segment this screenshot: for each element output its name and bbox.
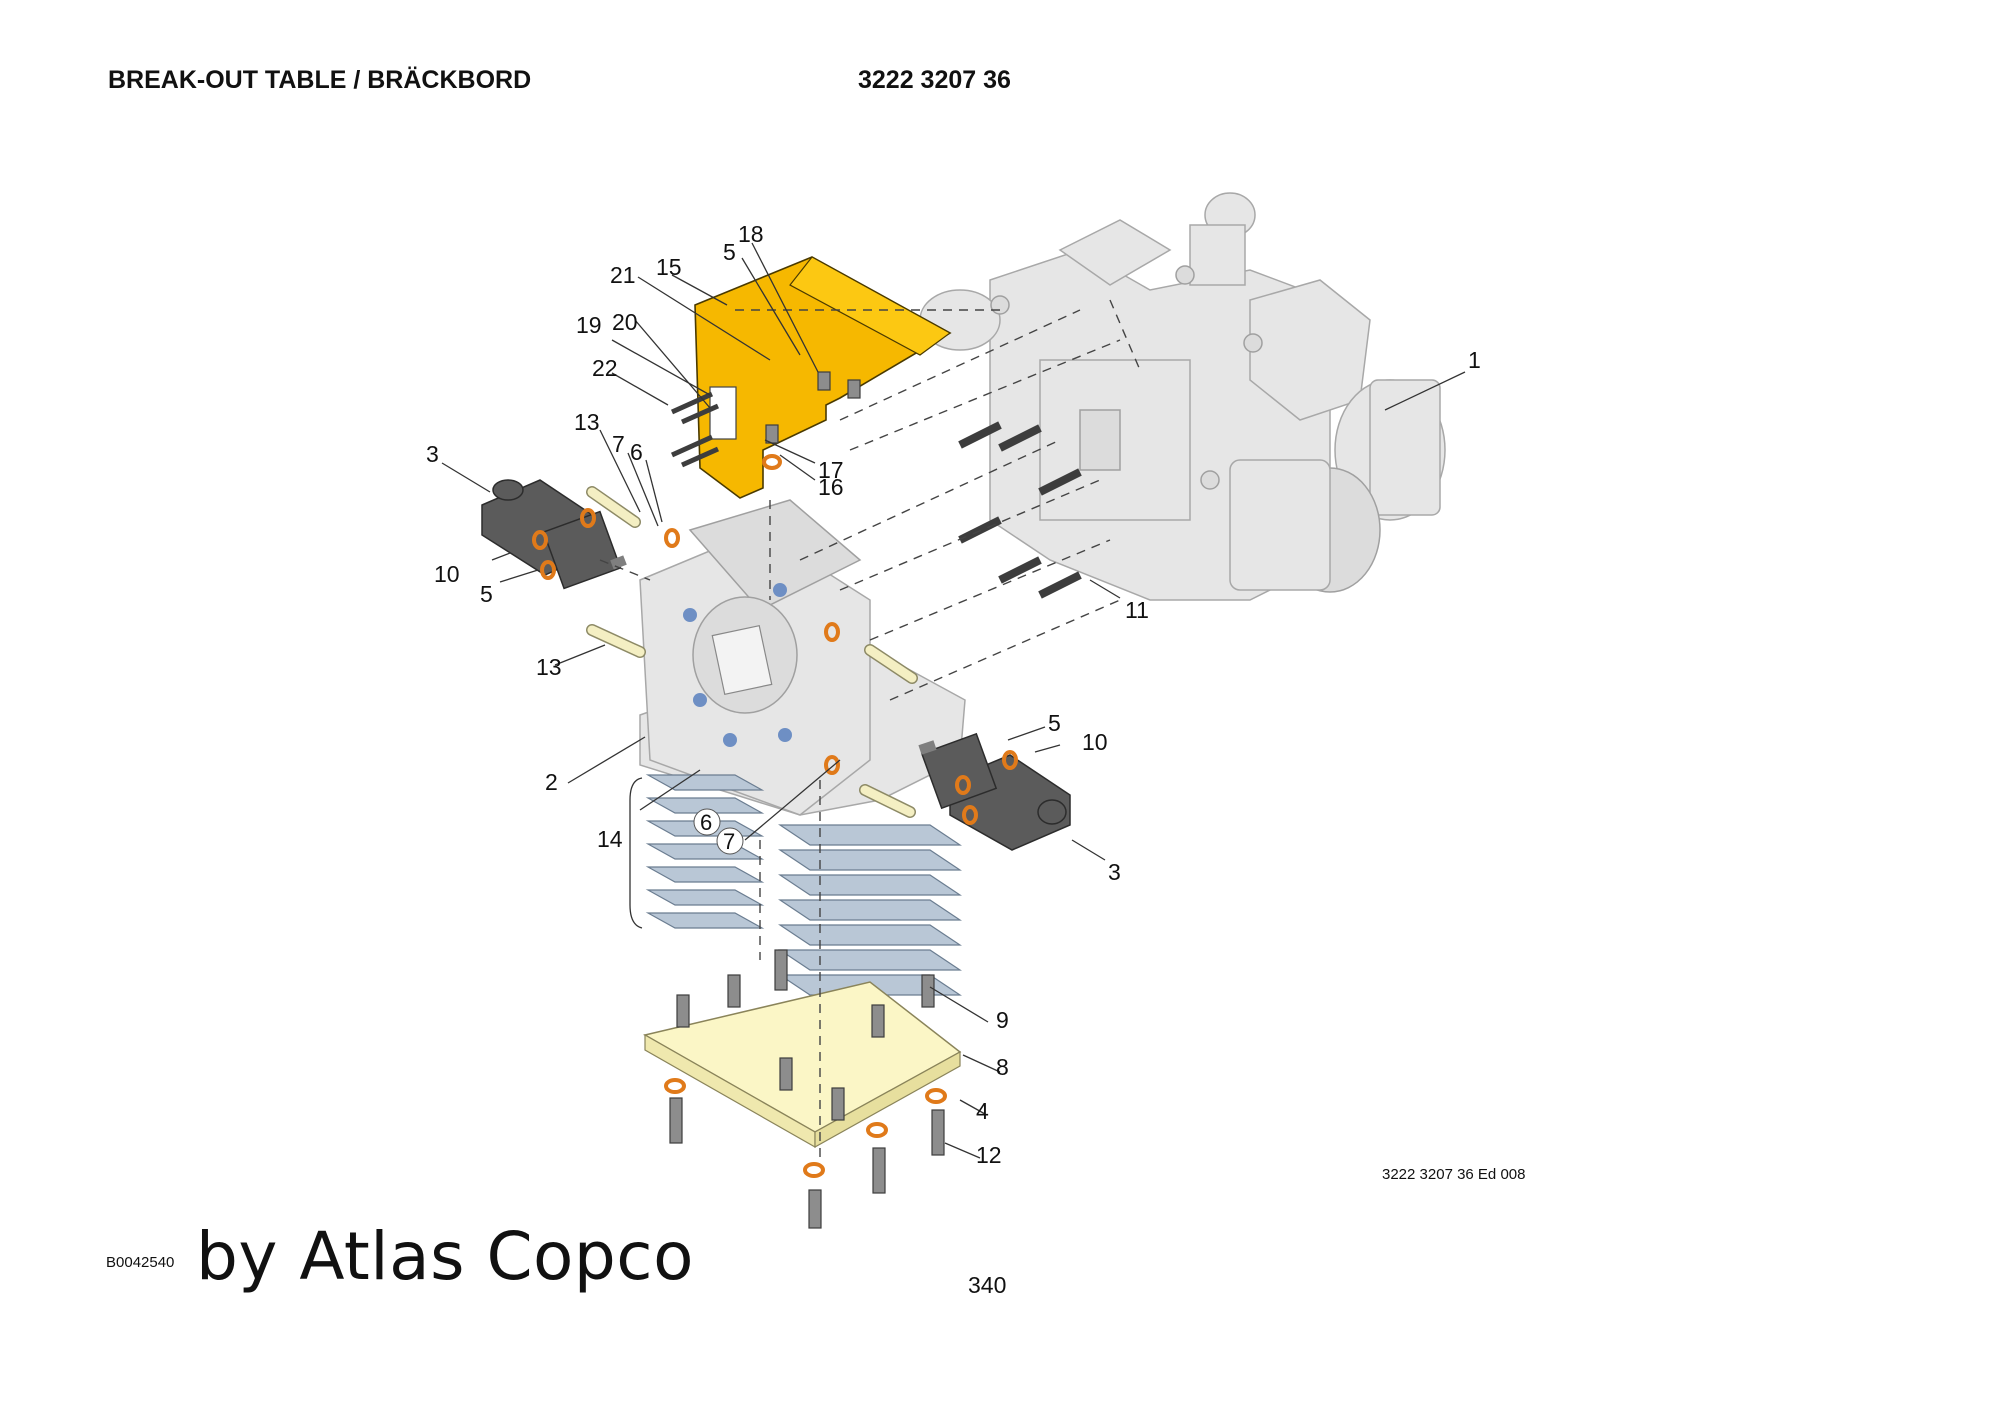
cylinder-left bbox=[481, 479, 627, 590]
callout-7b-circle: 7 bbox=[716, 827, 744, 855]
leader-lines bbox=[441, 242, 1466, 1159]
callout-21: 21 bbox=[610, 262, 636, 288]
callout-6a: 6 bbox=[630, 439, 643, 465]
callout-13a: 13 bbox=[574, 409, 600, 435]
callout-5c: 5 bbox=[1048, 710, 1061, 736]
callout-3b: 3 bbox=[1108, 859, 1121, 885]
callout-17: 17 bbox=[818, 457, 844, 483]
page-number: 340 bbox=[968, 1272, 1007, 1298]
callout-22: 22 bbox=[592, 355, 618, 381]
callout-13b: 13 bbox=[536, 654, 562, 680]
callout-9: 9 bbox=[996, 1007, 1009, 1033]
callout-4: 4 bbox=[976, 1098, 989, 1124]
cylinder-right bbox=[918, 732, 1071, 851]
base-plate bbox=[642, 949, 962, 1149]
page-title: BREAK-OUT TABLE / BRÄCKBORD bbox=[108, 66, 532, 94]
callout-2: 2 bbox=[545, 769, 558, 795]
guide-rods bbox=[586, 486, 918, 818]
callout-7b: 7 bbox=[723, 829, 735, 854]
shim-stack bbox=[629, 774, 962, 996]
edition-label: 3222 3207 36 Ed 008 bbox=[1382, 1166, 1526, 1183]
callout-14: 14 bbox=[597, 826, 623, 852]
bottom-bolts bbox=[669, 1097, 945, 1229]
callout-1: 1 bbox=[1468, 347, 1481, 373]
rotation-unit bbox=[919, 192, 1446, 601]
callout-6b-circle: 6 bbox=[693, 808, 721, 836]
washers bbox=[532, 454, 1018, 1178]
callout-18: 18 bbox=[738, 221, 764, 247]
callout-20: 20 bbox=[612, 309, 638, 335]
mounting-bolts bbox=[958, 421, 1082, 599]
drawing-number: B0042540 bbox=[106, 1254, 175, 1271]
callout-11: 11 bbox=[1125, 597, 1149, 623]
callout-3a: 3 bbox=[426, 441, 439, 467]
callout-10a: 10 bbox=[434, 561, 460, 587]
callout-8: 8 bbox=[996, 1054, 1009, 1080]
callout-6b: 6 bbox=[700, 810, 712, 835]
callout-16: 16 bbox=[818, 474, 844, 500]
callout-10b: 10 bbox=[1082, 729, 1108, 755]
assembly-lines bbox=[599, 299, 1141, 1160]
brand-watermark: by Atlas Copco bbox=[196, 1218, 694, 1295]
guard-bolts bbox=[670, 391, 720, 468]
part-number: 3222 3207 36 bbox=[858, 66, 1011, 94]
callouts: 1 2 3 3 4 5 5 5 6 6 7 7 8 9 10 10 11 12 … bbox=[426, 221, 1481, 1168]
callout-5a: 5 bbox=[723, 239, 736, 265]
callout-7a: 7 bbox=[612, 431, 625, 457]
callout-19: 19 bbox=[576, 312, 602, 338]
bracket-housing bbox=[639, 499, 966, 816]
callout-15: 15 bbox=[656, 254, 682, 280]
callout-5b: 5 bbox=[480, 581, 493, 607]
callout-12: 12 bbox=[976, 1142, 1002, 1168]
guard-plate bbox=[694, 256, 952, 499]
